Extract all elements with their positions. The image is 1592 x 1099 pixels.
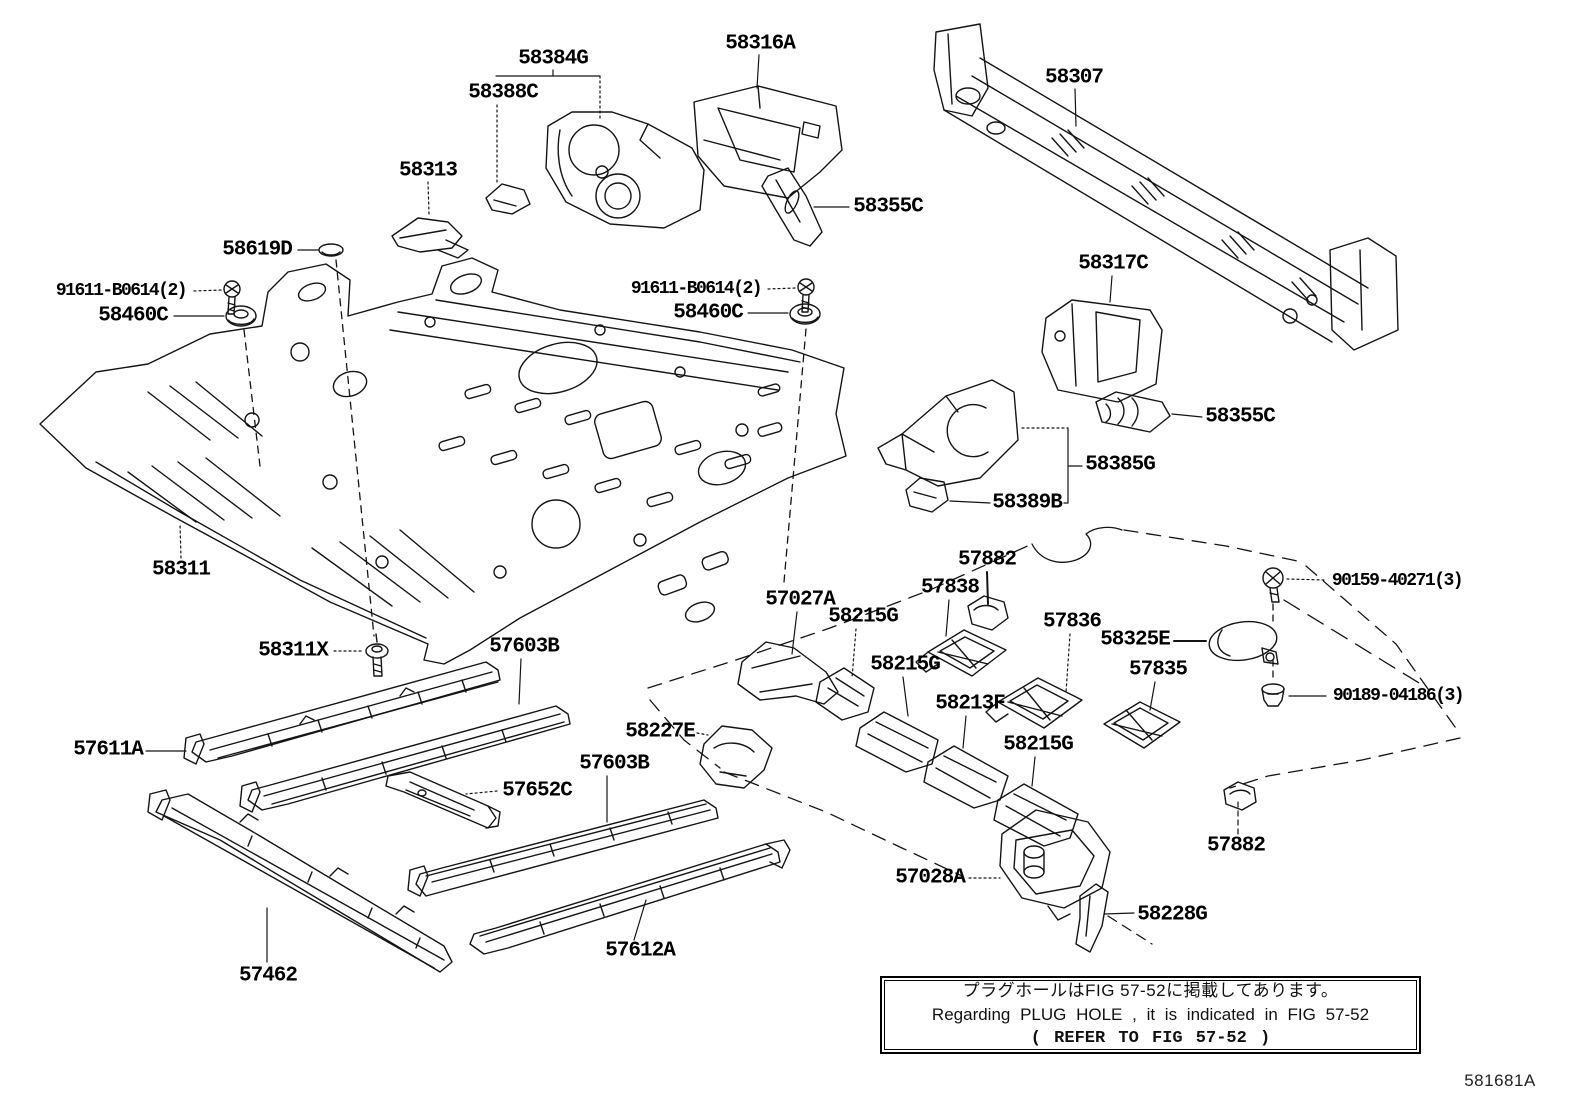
part-bracket-58385G [877, 379, 1019, 487]
part-strut-58228G [1075, 883, 1109, 953]
part-bracket-58215G-a [815, 667, 875, 721]
part-support-57028A [999, 809, 1111, 921]
part-panel-58316A [693, 85, 843, 199]
leader-lines [145, 54, 1327, 963]
part-strut-58355C-a [761, 167, 823, 247]
part-member-57652C [385, 771, 501, 829]
part-rail-57612A [469, 839, 791, 955]
grommet-icon-58460C-right [789, 303, 821, 325]
screw-icon-58311X [365, 633, 389, 677]
part-bracket-58388C [485, 183, 531, 215]
part-sill-58307 [933, 23, 1399, 351]
part-bracket-58215G-b [855, 711, 939, 773]
part-clip-57882-b [1223, 781, 1257, 811]
note-box: プラグホールはFIG 57-52に掲載してあります。 Regarding PLU… [880, 976, 1421, 1054]
part-clip-57882-a [967, 595, 1009, 631]
screw-icon-91611-left [223, 280, 241, 315]
part-rail-57603B-a [239, 705, 571, 813]
nut-icon-90189 [1261, 683, 1285, 707]
part-cap-58325E [1208, 620, 1279, 665]
part-bracket-58227E [699, 725, 773, 789]
part-plate-57835 [1103, 701, 1181, 749]
part-rail-57462 [147, 789, 453, 973]
part-plate-57836 [985, 677, 1083, 729]
part-rail-57611A [183, 661, 501, 765]
phantom-dashed-lines [243, 259, 1461, 945]
diagram-code: 581681A [1464, 1071, 1536, 1090]
part-clip-58389B [905, 477, 949, 513]
screw-icon-90159 [1262, 567, 1284, 603]
part-pillar-58384G [545, 111, 705, 229]
part-floor-pan-58311 [39, 257, 847, 665]
part-bracket-58215G-c [993, 783, 1079, 847]
note-box-inner-border: プラグホールはFIG 57-52に掲載してあります。 Regarding PLU… [884, 980, 1417, 1050]
part-bracket-58313 [391, 217, 469, 259]
part-bracket-58213F [923, 745, 1009, 809]
screw-icon-91611-right [797, 278, 815, 313]
part-panel-58317C [1041, 299, 1163, 403]
part-strip-58355C-b [1095, 391, 1171, 433]
note-line-refer: ( REFER TO FIG 57-52 ) [1030, 1029, 1271, 1048]
part-support-57027A [737, 641, 839, 705]
clip-icon-58619D [318, 243, 344, 257]
part-rail-57603B-b [407, 799, 719, 897]
grommet-icon-58460C-left [225, 305, 257, 327]
part-plate-57838 [915, 629, 1007, 677]
note-line-english: Regarding PLUG HOLE , it is indicated in… [931, 1005, 1370, 1024]
note-line-japanese: プラグホールはFIG 57-52に掲載してあります。 [962, 981, 1339, 1000]
